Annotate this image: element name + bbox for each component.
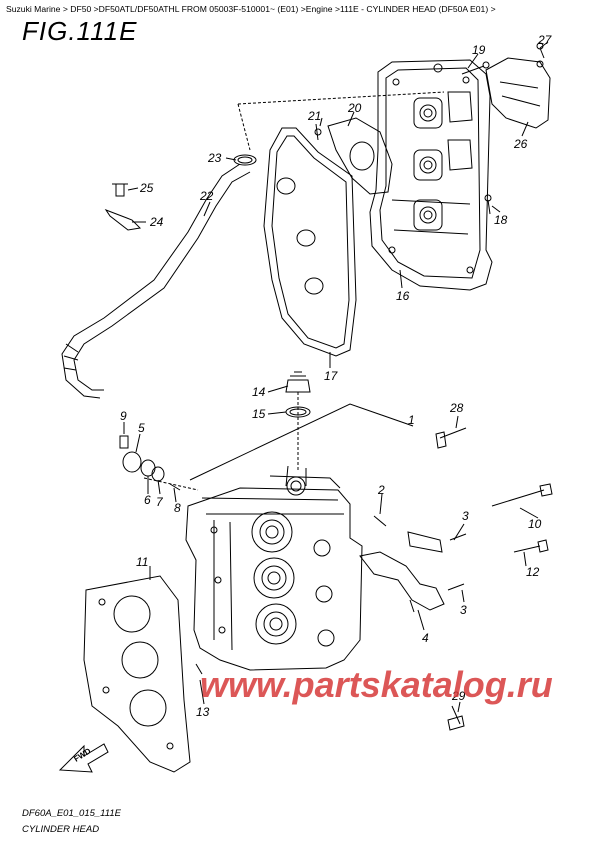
- callout-1[interactable]: 1: [408, 413, 415, 427]
- small-bolts-upper[interactable]: [461, 42, 545, 215]
- hose-clip[interactable]: [104, 183, 142, 231]
- callout-2[interactable]: 2: [377, 483, 385, 497]
- cylinder-head-bolts[interactable]: [195, 427, 553, 731]
- callout-4[interactable]: 4: [422, 631, 429, 645]
- callout-20[interactable]: 20: [347, 101, 362, 115]
- callout-7[interactable]: 7: [156, 495, 164, 509]
- callout-8[interactable]: 8: [174, 501, 181, 515]
- callout-24[interactable]: 24: [149, 215, 164, 229]
- callout-23[interactable]: 23: [207, 151, 222, 165]
- callout-17[interactable]: 17: [324, 369, 339, 383]
- callout-6[interactable]: 6: [144, 493, 151, 507]
- callout-28[interactable]: 28: [449, 401, 464, 415]
- callout-10[interactable]: 10: [528, 517, 542, 531]
- callout-3b[interactable]: 3: [460, 603, 467, 617]
- cylinder-head-cover[interactable]: [369, 59, 493, 291]
- callout-14[interactable]: 14: [252, 385, 266, 399]
- forward-arrow-icon: [58, 743, 109, 773]
- callout-numbers: 1 2 3 3 4 5 6 7 8 9 10 11 12 13 14 15 16…: [120, 33, 553, 719]
- callout-11[interactable]: 11: [136, 555, 148, 569]
- callout-15[interactable]: 15: [252, 407, 266, 421]
- footer-code: DF60A_E01_015_111E: [22, 808, 121, 819]
- callout-9[interactable]: 9: [120, 409, 127, 423]
- callout-27[interactable]: 27: [537, 33, 553, 47]
- callout-3a[interactable]: 3: [462, 509, 469, 523]
- callout-16[interactable]: 16: [396, 289, 410, 303]
- callout-26[interactable]: 26: [513, 137, 528, 151]
- footer-name: CYLINDER HEAD: [22, 824, 100, 835]
- cylinder-head-gasket[interactable]: [83, 575, 191, 773]
- thermostat-cover[interactable]: [119, 435, 181, 491]
- watermark: www.partskatalog.ru: [200, 664, 553, 705]
- breather-hose[interactable]: [61, 154, 257, 399]
- callout-21[interactable]: 21: [307, 109, 321, 123]
- cover-plate[interactable]: [314, 117, 393, 195]
- callout-12[interactable]: 12: [526, 565, 540, 579]
- callout-18[interactable]: 18: [494, 213, 508, 227]
- callout-22[interactable]: 22: [199, 189, 214, 203]
- engine-hanger-bracket[interactable]: [359, 515, 467, 613]
- callout-19[interactable]: 19: [472, 43, 486, 57]
- breadcrumb[interactable]: Suzuki Marine > DF50 >DF50ATL/DF50ATHL F…: [6, 4, 496, 14]
- callout-29[interactable]: 29: [451, 689, 466, 703]
- callout-5[interactable]: 5: [138, 421, 145, 435]
- assembly-lines: [143, 91, 445, 491]
- head-cover-gasket[interactable]: [263, 127, 357, 357]
- figure-title: FIG.111E: [22, 16, 138, 46]
- bracket[interactable]: [485, 57, 551, 129]
- leader-lines: [123, 41, 549, 713]
- cylinder-head[interactable]: [185, 465, 363, 671]
- callout-13[interactable]: 13: [196, 705, 210, 719]
- callout-25[interactable]: 25: [139, 181, 154, 195]
